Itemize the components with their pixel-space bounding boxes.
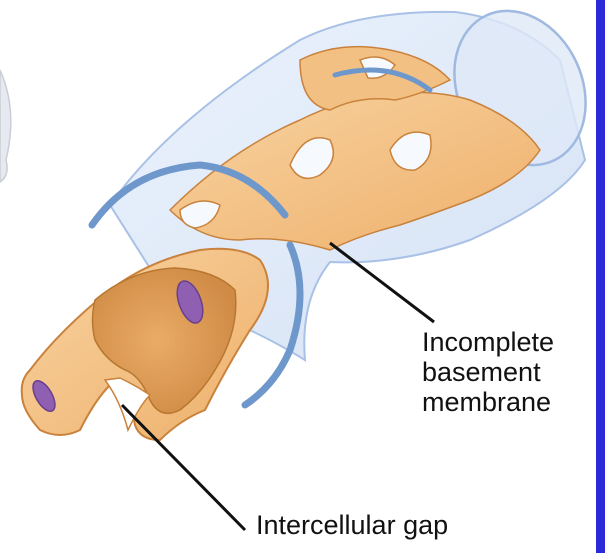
label-line: Incomplete xyxy=(422,327,554,357)
label-intercellular-gap: Intercellular gap xyxy=(256,510,448,540)
slide-border-accent xyxy=(596,0,605,553)
label-line: membrane xyxy=(422,387,554,417)
label-line: basement xyxy=(422,357,554,387)
neighbor-vessel-fragment xyxy=(0,70,11,182)
leader-line-gap xyxy=(122,405,245,530)
label-incomplete-basement-membrane: Incomplete basement membrane xyxy=(422,327,554,417)
